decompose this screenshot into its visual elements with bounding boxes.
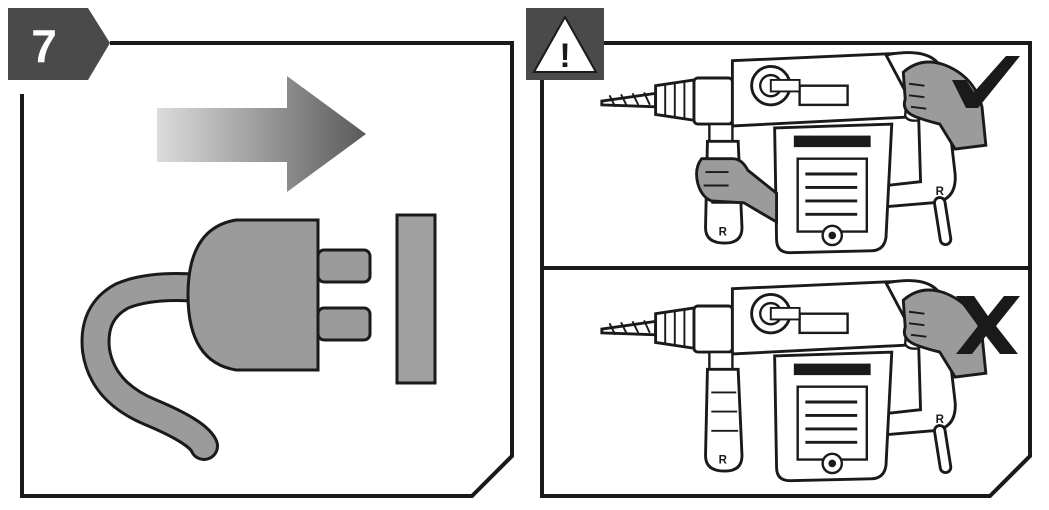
checkmark-icon	[952, 56, 1020, 108]
warning-panel: ! R R R R	[526, 8, 1032, 498]
handle-mark: R	[719, 454, 728, 466]
scene-correct: R R	[602, 53, 1020, 253]
step-badge-shape	[8, 8, 110, 80]
step-panel-frame	[20, 41, 514, 498]
step-badge: 7	[8, 8, 110, 80]
drill-illustration: R R	[602, 53, 986, 253]
right-arrow-icon	[157, 76, 366, 192]
warning-panel-frame	[540, 41, 1032, 498]
handle-mark: R	[936, 414, 945, 426]
cross-icon	[956, 296, 1020, 354]
plug-icon	[80, 218, 372, 461]
warning-badge: !	[526, 8, 604, 80]
handle-mark: R	[719, 226, 728, 238]
warning-icon	[532, 14, 598, 73]
warning-symbol: !	[559, 37, 570, 75]
drill-illustration: R R	[602, 281, 986, 481]
step-panel: 7	[8, 8, 514, 498]
scene-incorrect: R R	[602, 281, 1020, 481]
step-number: 7	[31, 20, 57, 72]
socket-icon	[395, 213, 437, 385]
handle-mark: R	[936, 186, 945, 198]
